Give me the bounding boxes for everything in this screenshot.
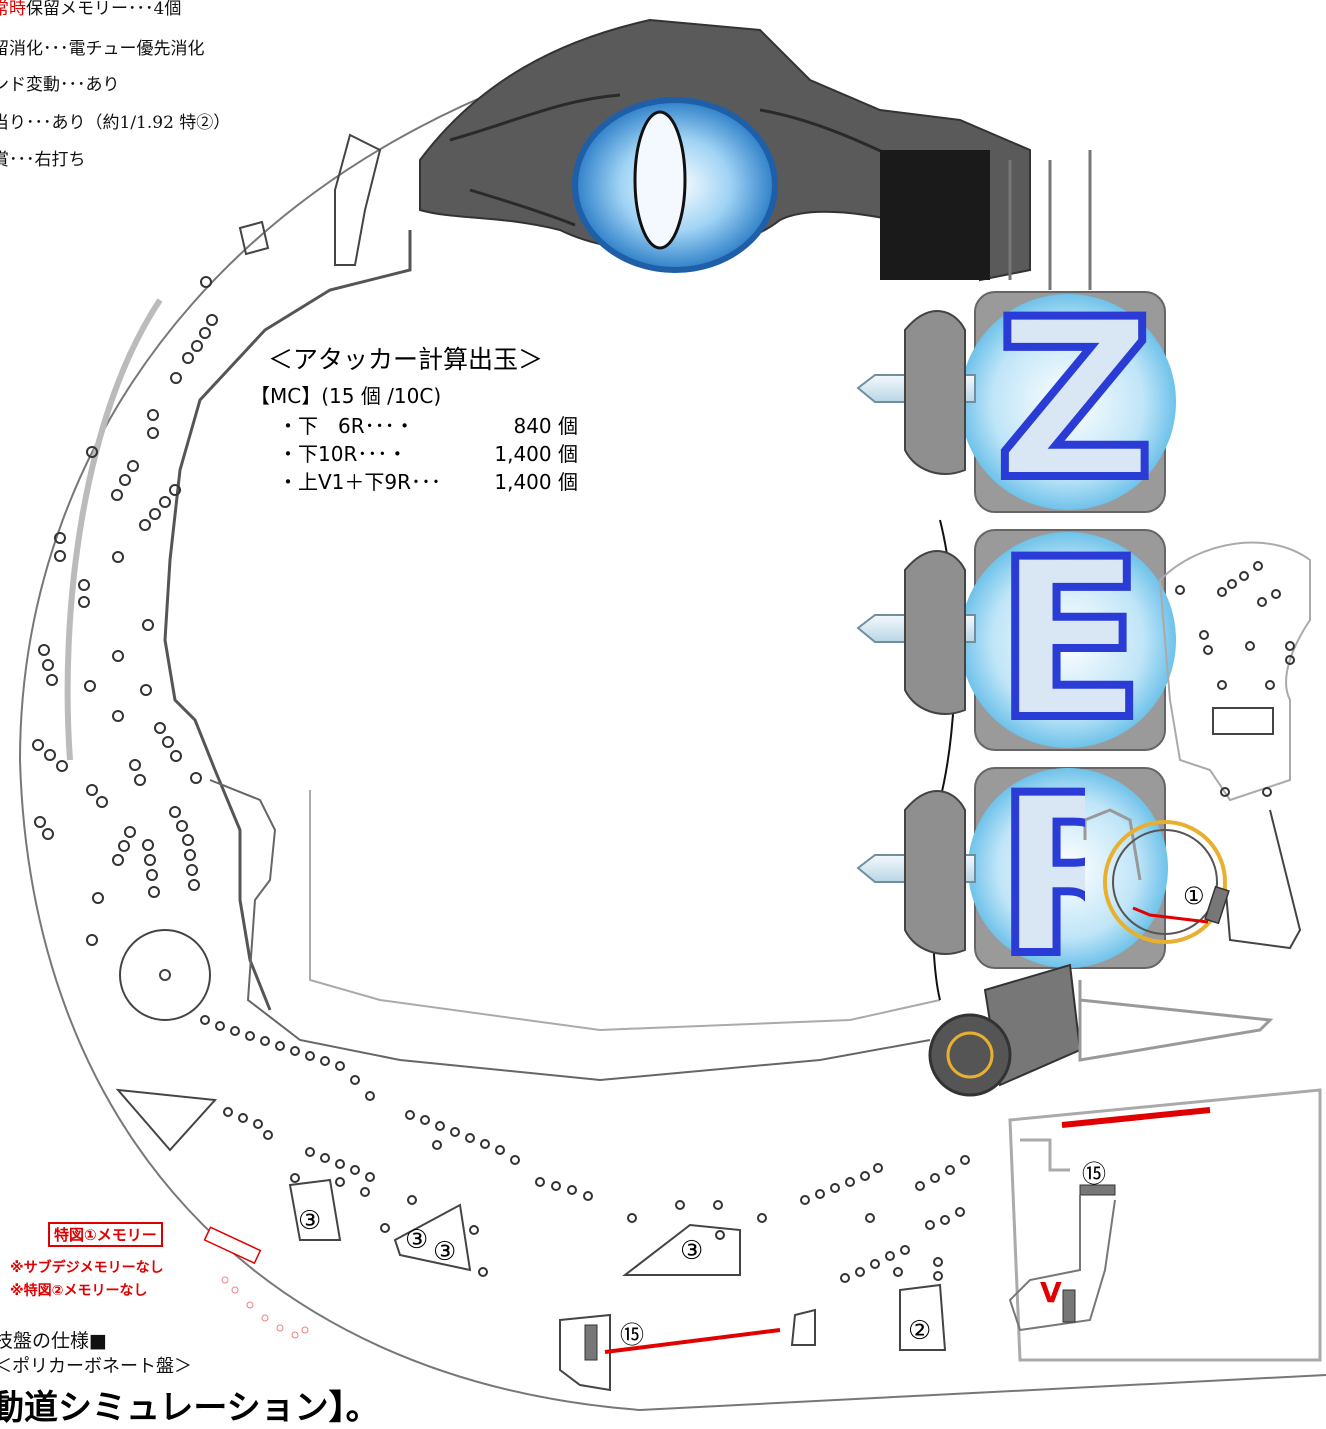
memory-leds <box>203 1226 262 1265</box>
lower-right-frame <box>1008 1088 1322 1362</box>
memory-trail <box>221 1276 309 1339</box>
left-guide-shape <box>334 133 382 266</box>
spec-line-1: 留消化･･･電チュー優先消化 <box>0 39 205 59</box>
pocket-3b-frame <box>393 1203 472 1272</box>
spec-line-2: ンド変動･･･あり <box>0 75 120 95</box>
center-lane-border <box>163 230 412 1011</box>
pocket-label-3a: ③ <box>298 1206 322 1236</box>
v-zone-frame <box>1008 1195 1116 1332</box>
spec-line-3: 当り･･･あり（約1/1.92 特②） <box>0 113 231 133</box>
pocket-3c-frame <box>622 1223 741 1276</box>
bottom-red-arrow <box>604 1328 781 1354</box>
attacker-row-1-value: 1,400 個 <box>494 442 578 466</box>
simulation-heading: 動道シミュレーション】。 <box>0 1388 380 1428</box>
chucker-red-path <box>1132 906 1209 924</box>
roulette-device <box>928 963 1082 1097</box>
board-outer-rail <box>18 29 1326 1412</box>
logo-letter-z: Z <box>991 272 1159 528</box>
lower-left-lane <box>209 779 931 1082</box>
bottom-15-frame <box>559 1313 611 1392</box>
memory-note-2: ※特図②メモリーなし <box>10 1283 148 1299</box>
left-lower-triangle <box>115 1088 218 1152</box>
attacker-row-0-value: 840 個 <box>513 414 578 438</box>
nail-pins <box>32 276 1295 1283</box>
right-upper-channel <box>1158 541 1311 802</box>
pocket-3a-frame <box>288 1178 342 1241</box>
memory-box: 特図①メモリー <box>48 1222 163 1247</box>
pocket-label-1: ① <box>1183 882 1205 910</box>
v-label: V <box>1040 1276 1062 1309</box>
board-material: ＜ポリカーボネート盤＞ <box>0 1356 192 1377</box>
zero-logo-reels <box>856 150 1176 1001</box>
attacker-row-0-label: ・下 6R･･･・ <box>278 414 415 438</box>
attacker-row-2-label: ・上V1＋下9R･･･ <box>278 470 442 494</box>
attacker-title: ＜アタッカー計算出玉＞ <box>268 345 544 374</box>
upper-gate <box>1212 707 1274 735</box>
logo-letter-r: R <box>995 756 1085 966</box>
attacker-row-1-label: ・下10R･･･・ <box>278 442 408 466</box>
spec-line-0: 常時保留メモリー･･･4個 <box>0 0 182 19</box>
attacker-15-slot <box>1079 1184 1116 1196</box>
pocket-label-15b: ⑮ <box>620 1321 644 1349</box>
left-small-shape <box>238 220 270 256</box>
v-slot <box>1062 1289 1076 1323</box>
pocket-label-3c: ③ <box>433 1237 457 1267</box>
logo-letter-e: E <box>991 512 1149 768</box>
attacker-red-bar <box>1061 1107 1211 1128</box>
attacker-row-2-value: 1,400 個 <box>494 470 578 494</box>
attacker-mc: 【MC】(15 個 /10C) <box>250 384 442 408</box>
pocket-label-2: ② <box>908 1316 932 1346</box>
center-stage-floor <box>309 790 941 1032</box>
board-spec-heading: 技盤の仕様■ <box>0 1330 107 1352</box>
right-return-shape <box>1224 809 1302 950</box>
pocket-label-3b: ③ <box>405 1225 429 1255</box>
spec-line-4: 賞･･･右打ち <box>0 150 86 170</box>
left-windmill <box>119 929 211 1021</box>
dragon-pupil <box>633 110 687 250</box>
pocket-label-3d: ③ <box>680 1236 704 1266</box>
start-chucker-ring <box>1103 820 1227 944</box>
pocket-2-frame <box>899 1283 947 1351</box>
dragon-eye-decoration <box>419 18 1031 282</box>
board-guide-rail-left <box>64 298 163 761</box>
memory-note-1: ※サブデジメモリーなし <box>10 1260 164 1276</box>
pocket-label-15a: ⑮ <box>1082 1160 1106 1188</box>
